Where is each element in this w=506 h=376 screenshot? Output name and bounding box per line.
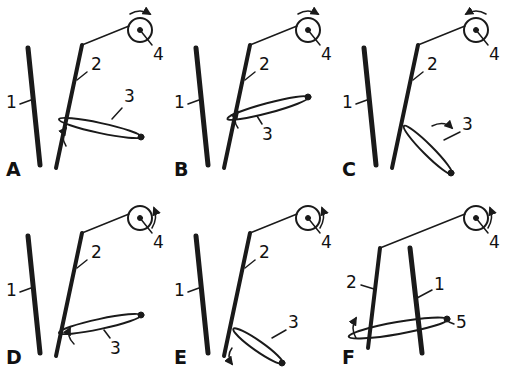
panel-letter: A xyxy=(6,158,21,180)
callout-number: 3 xyxy=(124,86,135,106)
panel-letter: E xyxy=(174,346,187,368)
callout-number: 2 xyxy=(91,242,102,262)
panel-f xyxy=(348,206,492,353)
callout-number: 5 xyxy=(456,312,467,332)
callout-number: 4 xyxy=(153,232,164,252)
panel-letter: D xyxy=(6,346,22,368)
panel-letter: B xyxy=(174,158,188,180)
callout-number: 1 xyxy=(6,92,17,112)
callout-number: 1 xyxy=(434,274,445,294)
callout-number: 2 xyxy=(91,54,102,74)
panel-e xyxy=(188,206,324,367)
callout-number: 4 xyxy=(489,232,500,252)
callout-number: 4 xyxy=(153,44,164,64)
callout-number: 3 xyxy=(462,114,473,134)
callout-number: 2 xyxy=(259,54,270,74)
panel-b xyxy=(188,11,320,168)
panel-c xyxy=(356,11,488,178)
callout-number: 4 xyxy=(321,232,332,252)
panel-letter: C xyxy=(342,158,356,180)
callout-number: 3 xyxy=(288,312,299,332)
callout-number: 2 xyxy=(346,272,357,292)
callout-number: 2 xyxy=(427,54,438,74)
panel-letter: F xyxy=(342,346,355,368)
callout-number: 3 xyxy=(110,338,121,358)
callout-number: 1 xyxy=(6,280,17,300)
panel-d xyxy=(20,206,156,356)
panel-a xyxy=(20,11,152,168)
callout-number: 4 xyxy=(489,44,500,64)
callout-number: 4 xyxy=(321,44,332,64)
callout-number: 2 xyxy=(259,242,270,262)
callout-number: 1 xyxy=(174,280,185,300)
callout-number: 1 xyxy=(174,92,185,112)
callout-number: 1 xyxy=(342,92,353,112)
callout-number: 3 xyxy=(262,124,273,144)
